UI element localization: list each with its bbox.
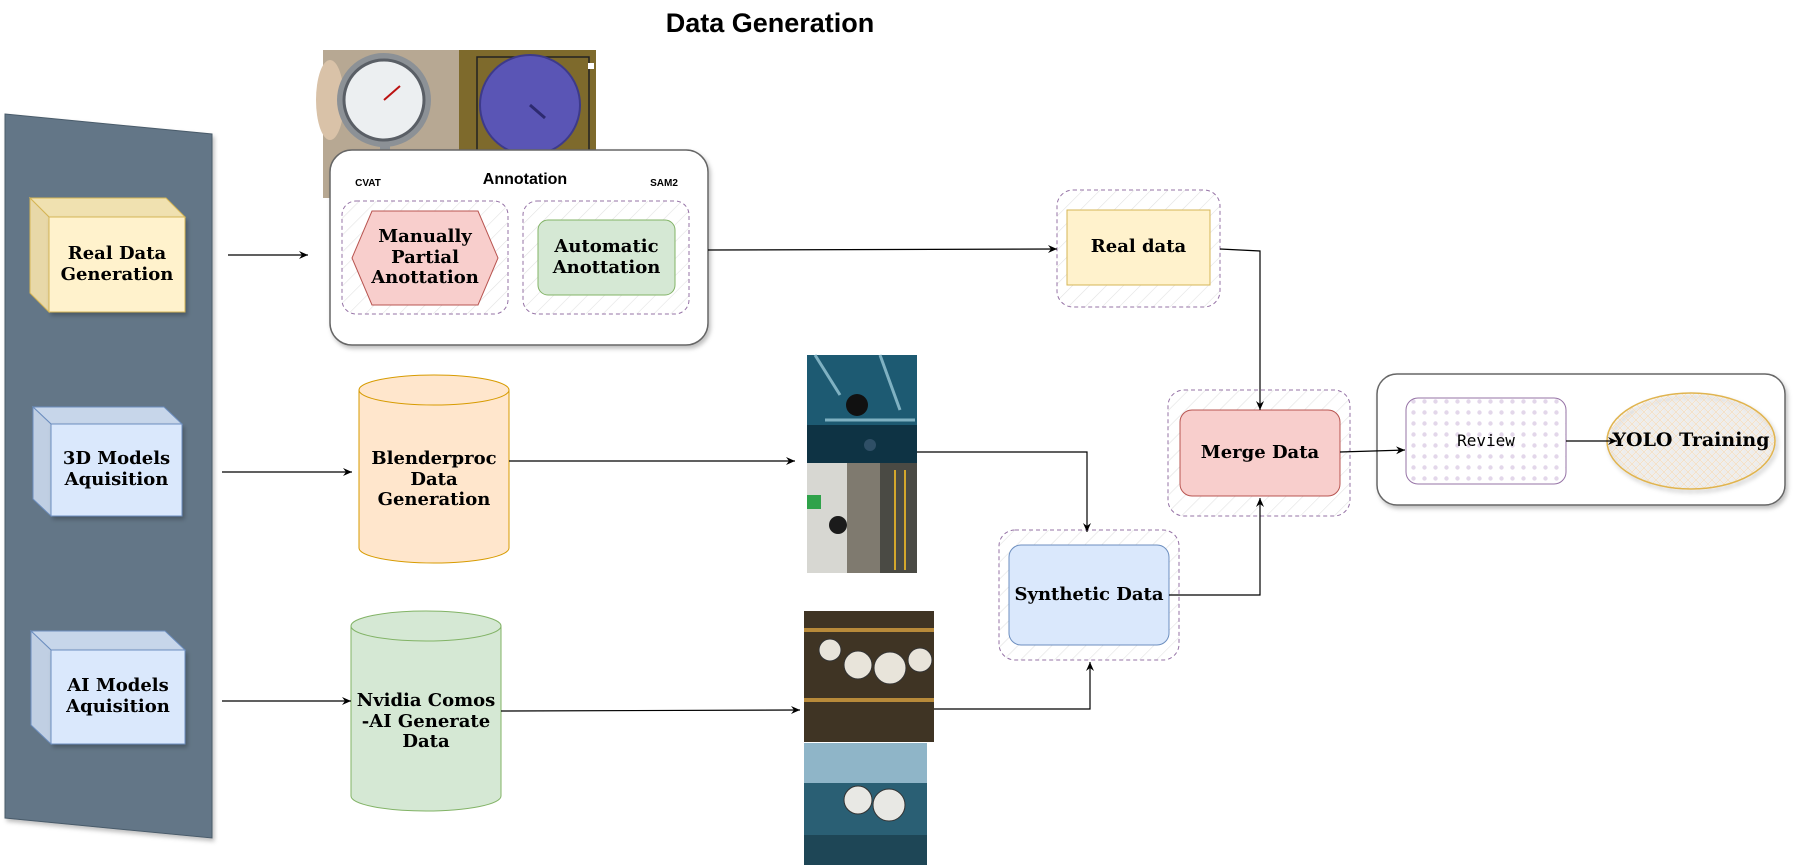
- edge-real-data-to-merge: [1219, 248, 1264, 410]
- connectors: [222, 245, 1617, 715]
- ai-render-2: [804, 743, 927, 865]
- blender-render-1: [807, 354, 917, 463]
- blenderproc-cylinder: [358, 374, 510, 564]
- ai-render-1: [804, 611, 934, 742]
- edge-ai-renders-to-synthetic: [934, 662, 1094, 710]
- synthetic-data-label: Synthetic Data: [1014, 583, 1164, 605]
- nvidia-label: Nvidia Comos -AI Generate Data: [356, 689, 496, 753]
- automatic-annotation-box: [537, 219, 676, 296]
- ai-models-label: AI Models Aquisition: [66, 675, 170, 717]
- real-data-generation-label: Real Data Generation: [60, 242, 174, 285]
- annotation-title: Annotation: [482, 170, 568, 188]
- real-data-generation-cube: [28, 196, 187, 314]
- edge-merge-to-review: [1339, 446, 1406, 455]
- 3d-models-label: 3D Models Aquisition: [62, 448, 171, 490]
- edge-annotation-to-real-data: [707, 245, 1058, 254]
- review-label: Review: [1457, 430, 1515, 450]
- manual-annotation-hexagon: [351, 210, 499, 306]
- edge-synthetic-to-merge: [1169, 498, 1264, 596]
- blender-render-2: [807, 463, 917, 573]
- blenderproc-label: Blenderproc Data Generation: [371, 447, 497, 511]
- page-title: Data Generation: [665, 8, 875, 39]
- sam2-label: SAM2: [650, 178, 678, 190]
- manual-annotation-label: Manually Partial Anottation: [371, 225, 479, 289]
- edge-nvidia-to-renders: [500, 706, 801, 715]
- real-data-label: Real data: [1090, 236, 1187, 258]
- real-data-box: [1066, 209, 1211, 286]
- edge-renders-to-synthetic: [917, 451, 1091, 532]
- automatic-annotation-label: Automatic Anottation: [552, 235, 661, 278]
- yolo-training-label: YOLO Training: [1612, 429, 1770, 452]
- nvidia-cylinder: [350, 610, 502, 812]
- 3d-models-cube: [31, 405, 184, 518]
- cvat-label: CVAT: [355, 178, 381, 190]
- ai-models-cube: [29, 629, 187, 746]
- merge-data-label: Merge Data: [1200, 441, 1320, 463]
